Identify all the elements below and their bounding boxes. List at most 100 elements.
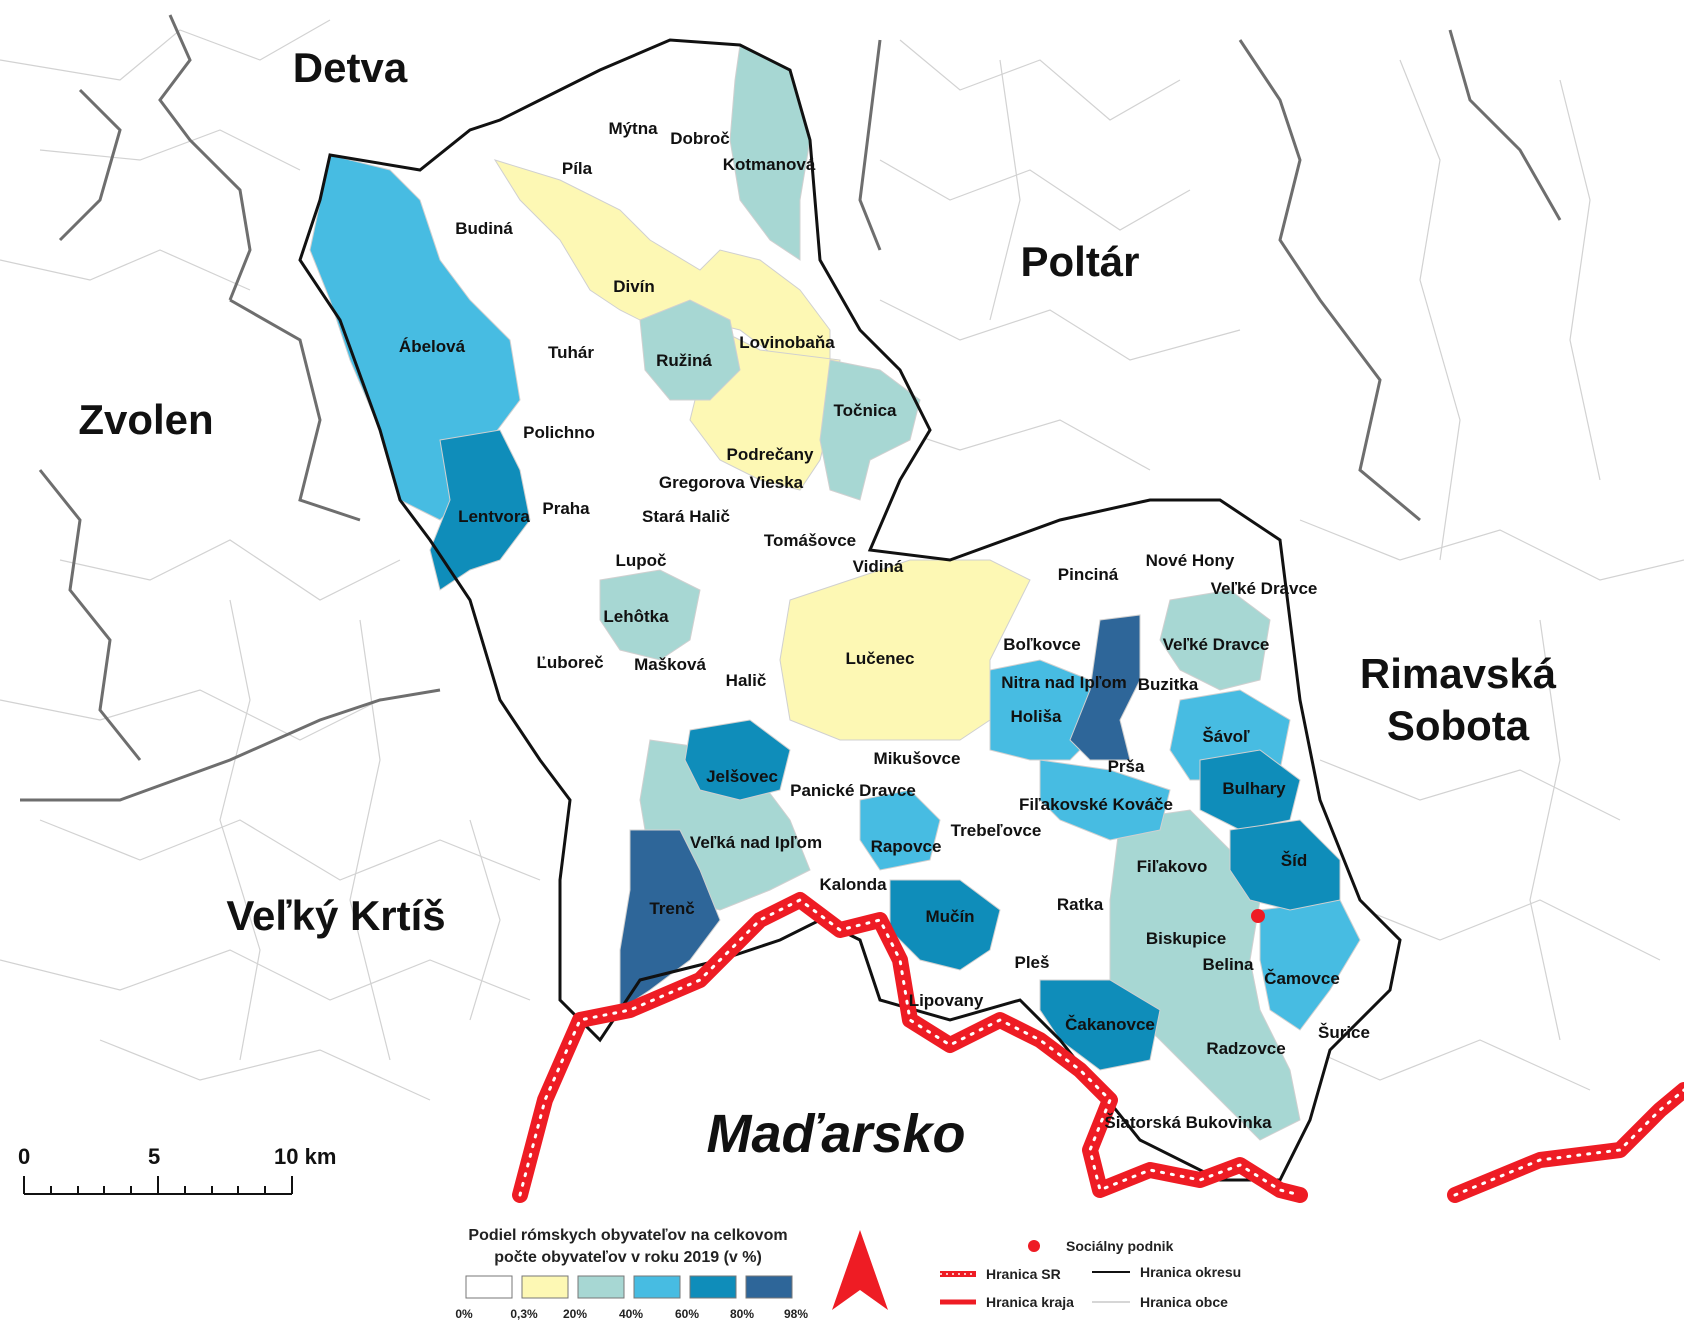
muni-label: Fiľakovské Kováče bbox=[1019, 795, 1173, 814]
muni-label: Nové Hony bbox=[1146, 551, 1235, 570]
muni-label: Tuhár bbox=[548, 343, 594, 362]
legend-swatch-5 bbox=[745, 1275, 793, 1299]
muni-label: Belina bbox=[1202, 955, 1254, 974]
muni-label: Šíd bbox=[1281, 851, 1307, 870]
neighbouring-district-borders bbox=[20, 14, 1562, 802]
legend-break: 60% bbox=[675, 1307, 699, 1321]
legend-border-region: Hranica kraja bbox=[986, 1294, 1074, 1310]
legend-social-enterprise: Sociálny podnik bbox=[1066, 1238, 1174, 1254]
social-enterprise-marker[interactable] bbox=[1251, 909, 1265, 923]
muni-label: Nitra nad Ipľom bbox=[1001, 673, 1127, 692]
muni-label: Lentvora bbox=[458, 507, 530, 526]
muni-label: Šiatorská Bukovinka bbox=[1104, 1113, 1272, 1132]
muni-label: Stará Halič bbox=[642, 507, 730, 526]
muni-label: Čakanovce bbox=[1065, 1015, 1155, 1034]
legend-border-municipality: Hranica obce bbox=[1140, 1294, 1228, 1310]
muni-label: Fiľakovo bbox=[1137, 857, 1208, 876]
legend-border-sr: Hranica SR bbox=[986, 1266, 1061, 1282]
muni-label: Mikušovce bbox=[874, 749, 961, 768]
muni-label: Trenč bbox=[649, 899, 694, 918]
muni-label: Kalonda bbox=[819, 875, 887, 894]
muni-label: Ľuboreč bbox=[536, 653, 603, 672]
muni-label: Podrečany bbox=[727, 445, 814, 464]
legend-break: 0% bbox=[455, 1307, 473, 1321]
muni-label: Mašková bbox=[634, 655, 706, 674]
polygon-lehotka bbox=[599, 569, 701, 661]
polygon-rapovce bbox=[859, 789, 941, 871]
muni-label: Dobroč bbox=[670, 129, 730, 148]
muni-label: Mučín bbox=[925, 907, 974, 926]
muni-label: Radzovce bbox=[1206, 1039, 1285, 1058]
scale-bar: 0 5 10 km bbox=[18, 1144, 336, 1195]
municipality-labels: Mýtna Dobroč Píla Kotmanová Budiná Divín… bbox=[399, 119, 1370, 1132]
muni-label: Buzitka bbox=[1138, 675, 1199, 694]
muni-label: Šurice bbox=[1318, 1023, 1370, 1042]
legend-break: 40% bbox=[619, 1307, 643, 1321]
north-arrow-icon bbox=[832, 1230, 888, 1310]
muni-label: Čamovce bbox=[1264, 969, 1340, 988]
muni-label: Kotmanová bbox=[723, 155, 816, 174]
muni-label: Píla bbox=[562, 159, 593, 178]
scale-label-10: 10 km bbox=[274, 1144, 336, 1169]
muni-label: Bulhary bbox=[1222, 779, 1286, 798]
scale-label-0: 0 bbox=[18, 1144, 30, 1169]
muni-label: Lipovany bbox=[909, 991, 984, 1010]
muni-label: Lovinobaňa bbox=[739, 333, 835, 352]
district-labels: Detva Poltár Zvolen Rimavská Sobota Veľk… bbox=[78, 44, 1556, 939]
national-border-sr bbox=[512, 892, 1684, 1203]
muni-label: Rapovce bbox=[871, 837, 942, 856]
muni-label: Jelšovec bbox=[706, 767, 778, 786]
muni-label: Gregorova Vieska bbox=[659, 473, 804, 492]
muni-label: Lučenec bbox=[846, 649, 915, 668]
muni-label: Lupoč bbox=[616, 551, 667, 570]
muni-label: Ružiná bbox=[656, 351, 712, 370]
legend-swatch-4 bbox=[689, 1275, 737, 1299]
polygon-filakovske-kovace bbox=[1039, 759, 1171, 841]
scale-label-5: 5 bbox=[148, 1144, 160, 1169]
muni-label: Veľká nad Ipľom bbox=[690, 833, 822, 852]
legend-title-line2: počte obyvateľov v roku 2019 (v %) bbox=[494, 1249, 762, 1266]
muni-label: Praha bbox=[542, 499, 590, 518]
legend-break: 80% bbox=[730, 1307, 754, 1321]
muni-label: Vidiná bbox=[853, 557, 904, 576]
legend-swatch-2 bbox=[577, 1275, 625, 1299]
legend-symbols: Sociálny podnik Hranica SR Hranica okres… bbox=[940, 1238, 1241, 1310]
muni-label: Divín bbox=[613, 277, 655, 296]
muni-label: Veľké Dravce bbox=[1163, 635, 1270, 654]
muni-label: Šávoľ bbox=[1202, 727, 1250, 746]
muni-label: Mýtna bbox=[608, 119, 658, 138]
muni-label: Pleš bbox=[1015, 953, 1050, 972]
district-label-zvolen: Zvolen bbox=[78, 396, 213, 443]
polygon-cakanovce bbox=[1039, 979, 1161, 1071]
district-label-poltar: Poltár bbox=[1020, 238, 1139, 285]
district-label-detva: Detva bbox=[293, 44, 408, 91]
muni-label: Točnica bbox=[834, 401, 898, 420]
legend-social-enterprise-icon bbox=[1028, 1240, 1040, 1252]
muni-label: Panické Dravce bbox=[790, 781, 916, 800]
legend-swatch-3 bbox=[633, 1275, 681, 1299]
district-label-sobota: Sobota bbox=[1387, 702, 1530, 749]
legend-choropleth: Podiel rómskych obyvateľov na celkovom p… bbox=[455, 1227, 808, 1321]
muni-label: Pinciná bbox=[1058, 565, 1119, 584]
muni-label: Budiná bbox=[455, 219, 513, 238]
legend-border-district: Hranica okresu bbox=[1140, 1264, 1241, 1280]
legend-title-line1: Podiel rómskych obyvateľov na celkovom bbox=[468, 1227, 787, 1244]
polygon-jelsovec bbox=[684, 719, 791, 801]
muni-label: Ratka bbox=[1057, 895, 1104, 914]
legend-swatch-0 bbox=[465, 1275, 513, 1299]
district-label-velky-krtis: Veľký Krtíš bbox=[226, 892, 445, 939]
muni-label: Biskupice bbox=[1146, 929, 1226, 948]
muni-label: Boľkovce bbox=[1003, 635, 1080, 654]
polygon-camovce bbox=[1259, 899, 1361, 1031]
legend-break: 0,3% bbox=[510, 1307, 538, 1321]
municipality-polygons bbox=[299, 39, 1401, 1181]
polygon-trenc bbox=[619, 829, 721, 1011]
polygon-velke-dravce bbox=[1159, 589, 1271, 691]
muni-label: Holiša bbox=[1010, 707, 1062, 726]
muni-label: Polichno bbox=[523, 423, 595, 442]
polygon-buzitka bbox=[1069, 614, 1141, 761]
polygon-lentvora bbox=[429, 429, 531, 591]
district-border bbox=[298, 38, 1402, 1182]
muni-label: Halič bbox=[726, 671, 767, 690]
